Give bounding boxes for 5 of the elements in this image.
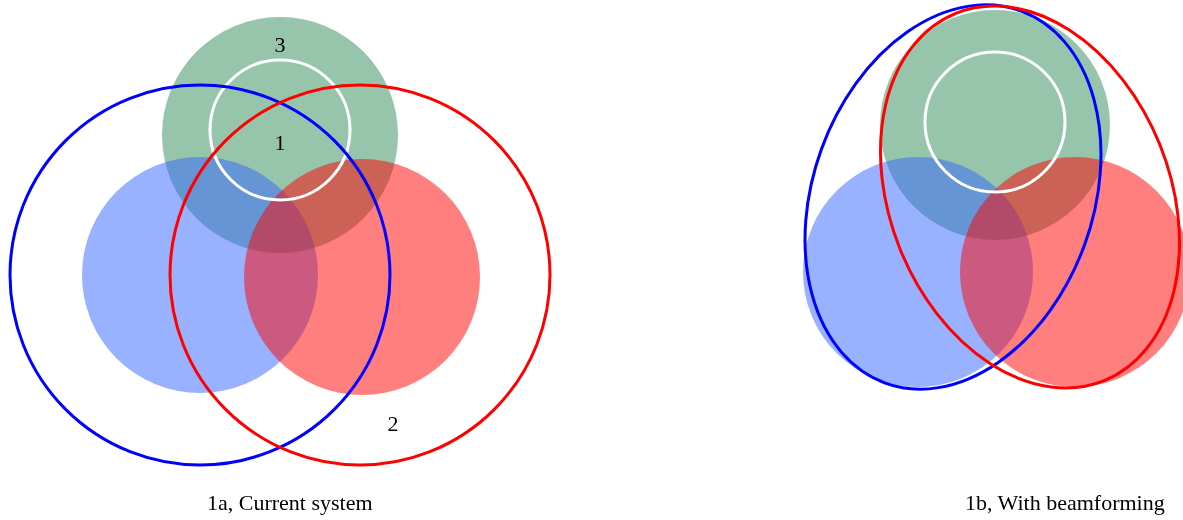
- region-number: 1: [274, 132, 286, 154]
- figure-caption: 1a, Current system: [207, 492, 373, 514]
- region-number: 3: [274, 34, 286, 56]
- region-number: 2: [387, 413, 399, 435]
- figure-caption: 1b, With beamforming: [965, 492, 1165, 514]
